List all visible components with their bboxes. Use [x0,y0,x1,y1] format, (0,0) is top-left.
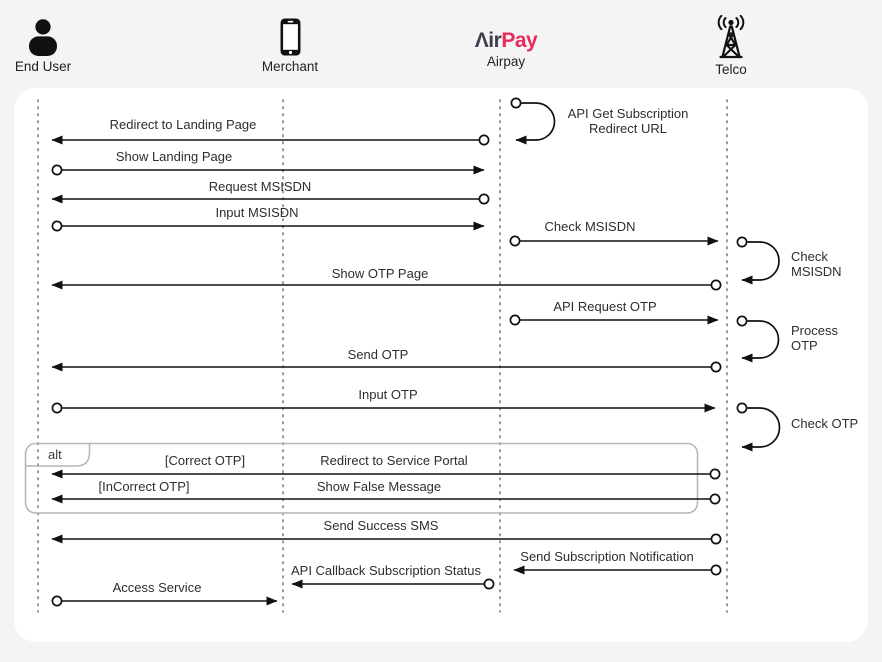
message-label-send-otp: Send OTP [347,347,409,362]
origin-dot-check-msisdn [509,235,521,247]
origin-dot-redirect-service-portal [709,468,721,480]
origin-dot-show-false-message [709,493,721,505]
origin-dot-show-otp-page [710,279,722,291]
selfloop-check-otp [741,407,781,452]
actor-label-end-user: End User [14,59,72,74]
airpay-logo: ΛirPay [474,29,538,53]
actor-label-airpay: Airpay [486,54,526,69]
alt-frame-tab [25,443,91,467]
origin-dot-process-otp-self [736,315,748,327]
smartphone-icon [280,18,300,56]
origin-dot-send-subscription-notification [710,564,722,576]
alt-frame-label: alt [48,447,62,462]
origin-dot-access-service [51,595,63,607]
origin-dot-input-otp [51,402,63,414]
message-label-show-false-message: Show False Message [316,479,442,494]
origin-dot-send-success-sms [710,533,722,545]
origin-dot-show-landing [51,164,63,176]
message-label-check-msisdn: Check MSISDN [544,219,636,234]
message-label-redirect-landing: Redirect to Landing Page [109,117,257,132]
selfloop-api-get-subscription [515,102,556,145]
person-icon [28,19,58,56]
actor-end-user: End User [6,19,80,74]
origin-dot-request-msisdn [478,193,490,205]
guard-label-correct-otp: [Correct OTP] [164,453,246,468]
message-label-redirect-service-portal: Redirect to Service Portal [320,453,468,468]
airpay-logo-pay: Pay [501,29,538,52]
selfloop-process-otp [741,320,780,363]
actor-label-telco: Telco [715,62,747,77]
guard-label-incorrect-otp: [InCorrect OTP] [98,479,190,494]
airpay-logo-air: Λir [474,29,502,52]
origin-dot-api-get-subscription [510,97,522,109]
origin-dot-check-otp-self [736,402,748,414]
origin-dot-api-request-otp [509,314,521,326]
alt-frame-border [24,442,699,514]
message-label-show-landing: Show Landing Page [115,149,233,164]
actor-airpay: ΛirPay Airpay [458,29,554,69]
message-label-request-msisdn: Request MSISDN [208,179,312,194]
origin-dot-send-otp [710,361,722,373]
message-label-send-success-sms: Send Success SMS [323,518,439,533]
message-label-check-otp-self: Check OTP [791,416,859,431]
actor-merchant: Merchant [253,18,327,74]
origin-dot-check-msisdn-self [736,236,748,248]
message-label-input-msisdn: Input MSISDN [215,205,299,220]
origin-dot-input-msisdn [51,220,63,232]
diagram-card [14,88,868,642]
radio-tower-icon [717,15,745,59]
message-label-api-request-otp: API Request OTP [553,299,657,314]
selfloop-check-msisdn [741,241,780,285]
message-label-api-callback-status: API Callback Subscription Status [290,563,482,578]
origin-dot-redirect-landing [478,134,490,146]
message-label-check-msisdn-self: Check MSISDN [791,249,842,279]
actor-telco: Telco [693,15,769,77]
message-label-input-otp: Input OTP [358,387,418,402]
message-label-show-otp-page: Show OTP Page [331,266,429,281]
message-label-process-otp-self: Process OTP [791,323,838,353]
message-label-access-service: Access Service [112,580,202,595]
origin-dot-api-callback-status [483,578,495,590]
message-label-send-subscription-notification: Send Subscription Notification [520,549,694,564]
actor-label-merchant: Merchant [261,59,319,74]
message-label-api-get-subscription: API Get Subscription Redirect URL [567,106,689,136]
